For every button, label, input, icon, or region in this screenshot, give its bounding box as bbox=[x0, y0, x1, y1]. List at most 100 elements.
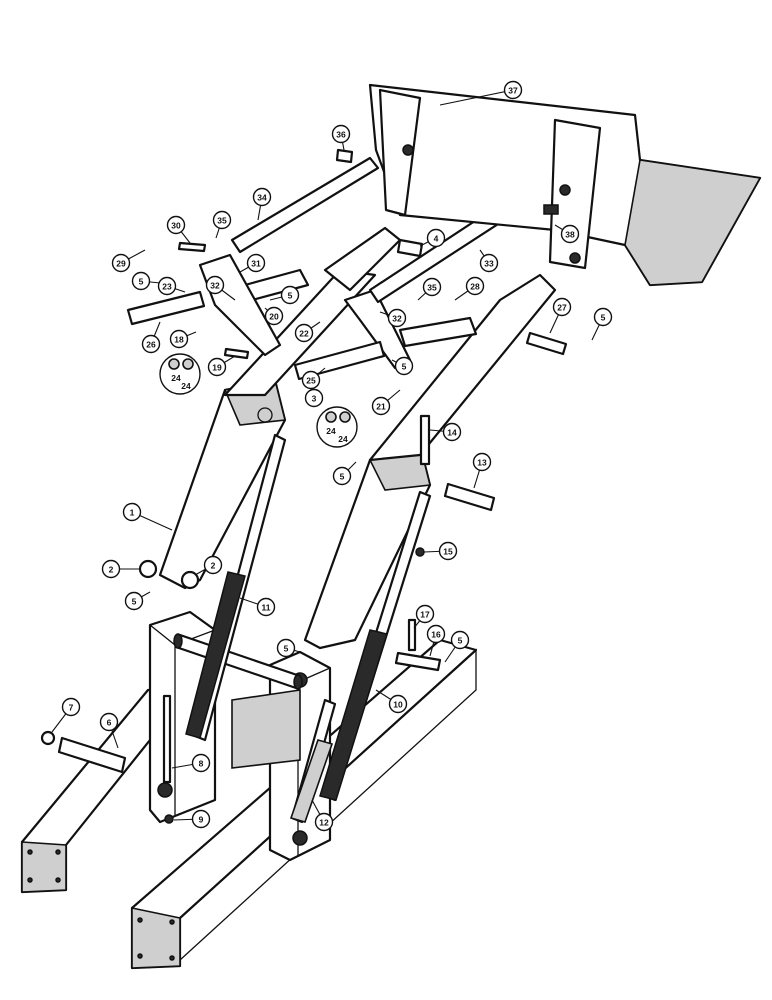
callout-circle bbox=[205, 275, 225, 295]
callout-number: 18 bbox=[174, 335, 184, 345]
callout-number: 5 bbox=[340, 472, 345, 482]
callout-circle bbox=[99, 712, 119, 732]
callout-number: 30 bbox=[171, 221, 181, 231]
callout-circle bbox=[387, 308, 407, 328]
callout-number: 37 bbox=[508, 86, 518, 96]
callout-number: 20 bbox=[269, 312, 279, 322]
callout-circle bbox=[61, 697, 81, 717]
callout-number: 32 bbox=[392, 314, 402, 324]
callout-number: 21 bbox=[376, 402, 386, 412]
callout-circle bbox=[450, 630, 470, 650]
callout-number: 15 bbox=[443, 547, 453, 557]
right-upright-tower bbox=[231, 650, 332, 862]
callout-number: 31 bbox=[251, 259, 261, 269]
callout-circle bbox=[256, 597, 276, 617]
callout-number: 28 bbox=[470, 282, 480, 292]
callout-circle bbox=[124, 591, 144, 611]
callout-circle bbox=[252, 187, 272, 207]
callout-circle bbox=[479, 253, 499, 273]
callout-number: 16 bbox=[431, 630, 441, 640]
callout-number: 19 bbox=[212, 363, 222, 373]
callout-circle bbox=[314, 812, 334, 832]
callout-circle bbox=[426, 228, 446, 248]
callout-circle bbox=[472, 452, 492, 472]
callout-number: 11 bbox=[262, 603, 271, 613]
callout-number: 27 bbox=[557, 303, 567, 313]
callout-circle bbox=[331, 124, 351, 144]
inset-label: 24 bbox=[171, 373, 181, 383]
loose-pins bbox=[40, 148, 568, 824]
callout-circle bbox=[191, 809, 211, 829]
callout-circle bbox=[207, 357, 227, 377]
right-lift-cylinder bbox=[319, 490, 432, 802]
tilt-cylinder-lower bbox=[289, 698, 337, 824]
callout-number: 4 bbox=[434, 234, 439, 244]
callout-circle bbox=[503, 80, 523, 100]
callout-number: 5 bbox=[458, 636, 463, 646]
callout-number: 5 bbox=[132, 597, 137, 607]
callout-circle bbox=[203, 555, 223, 575]
callout-circle bbox=[552, 297, 572, 317]
callout-number: 5 bbox=[284, 644, 289, 654]
callout-number: 13 bbox=[477, 458, 487, 468]
callout-circle bbox=[166, 215, 186, 235]
callout-number: 35 bbox=[427, 283, 437, 293]
left-lift-cylinder bbox=[185, 433, 287, 742]
callout-number: 17 bbox=[420, 610, 430, 620]
callout-circle bbox=[101, 559, 121, 579]
callout-number: 10 bbox=[393, 700, 403, 710]
callout-circle bbox=[593, 307, 613, 327]
cross-tube bbox=[173, 633, 303, 690]
callout-circle bbox=[394, 356, 414, 376]
callout-number: 36 bbox=[336, 130, 346, 140]
callout-number: 7 bbox=[69, 703, 74, 713]
callout-circle bbox=[415, 604, 435, 624]
callout-number: 5 bbox=[601, 313, 606, 323]
callout-number: 33 bbox=[484, 259, 494, 269]
callout-number: 32 bbox=[210, 281, 220, 291]
callout-circle bbox=[442, 422, 462, 442]
callout-number: 38 bbox=[565, 230, 575, 240]
callout-number: 1 bbox=[130, 508, 135, 518]
callout-circle bbox=[465, 276, 485, 296]
callout-circle bbox=[280, 285, 300, 305]
callout-leader bbox=[439, 89, 514, 106]
detail-inset-right: 24 24 bbox=[316, 406, 358, 448]
callout-circle bbox=[426, 624, 446, 644]
callout-circle bbox=[264, 306, 284, 326]
callout-circle bbox=[276, 638, 296, 658]
callout-circle bbox=[294, 323, 314, 343]
callout-circle bbox=[438, 541, 458, 561]
callout-number: 26 bbox=[146, 340, 156, 350]
callout-circle bbox=[191, 753, 211, 773]
callout-circle bbox=[332, 466, 352, 486]
callout-circle bbox=[422, 277, 442, 297]
callout-circle bbox=[388, 694, 408, 714]
callout-number: 25 bbox=[306, 376, 316, 386]
callout-circle bbox=[111, 253, 131, 273]
callout-circle bbox=[122, 502, 142, 522]
callout-number: 23 bbox=[162, 282, 172, 292]
callout-number: 34 bbox=[257, 193, 267, 203]
callout-number: 14 bbox=[447, 428, 457, 438]
callout-number: 3 bbox=[312, 394, 317, 404]
callout-number: 9 bbox=[199, 815, 204, 825]
callout-number: 6 bbox=[107, 718, 112, 728]
callout-number: 5 bbox=[402, 362, 407, 372]
callout-circle bbox=[131, 271, 151, 291]
callout-number: 8 bbox=[199, 759, 204, 769]
callout-circle bbox=[371, 396, 391, 416]
callout-circle bbox=[141, 334, 161, 354]
callout-number: 5 bbox=[139, 277, 144, 287]
callout-number: 5 bbox=[288, 291, 293, 301]
callout-circle bbox=[169, 329, 189, 349]
callout-circle bbox=[301, 370, 321, 390]
detail-inset-left: 24 24 bbox=[159, 353, 201, 395]
callout-circle bbox=[212, 210, 232, 230]
callout-number: 12 bbox=[319, 818, 329, 828]
inset-label: 24 bbox=[181, 381, 191, 391]
callout-number: 2 bbox=[211, 561, 216, 571]
callout-circle bbox=[560, 224, 580, 244]
inset-label: 24 bbox=[326, 426, 336, 436]
